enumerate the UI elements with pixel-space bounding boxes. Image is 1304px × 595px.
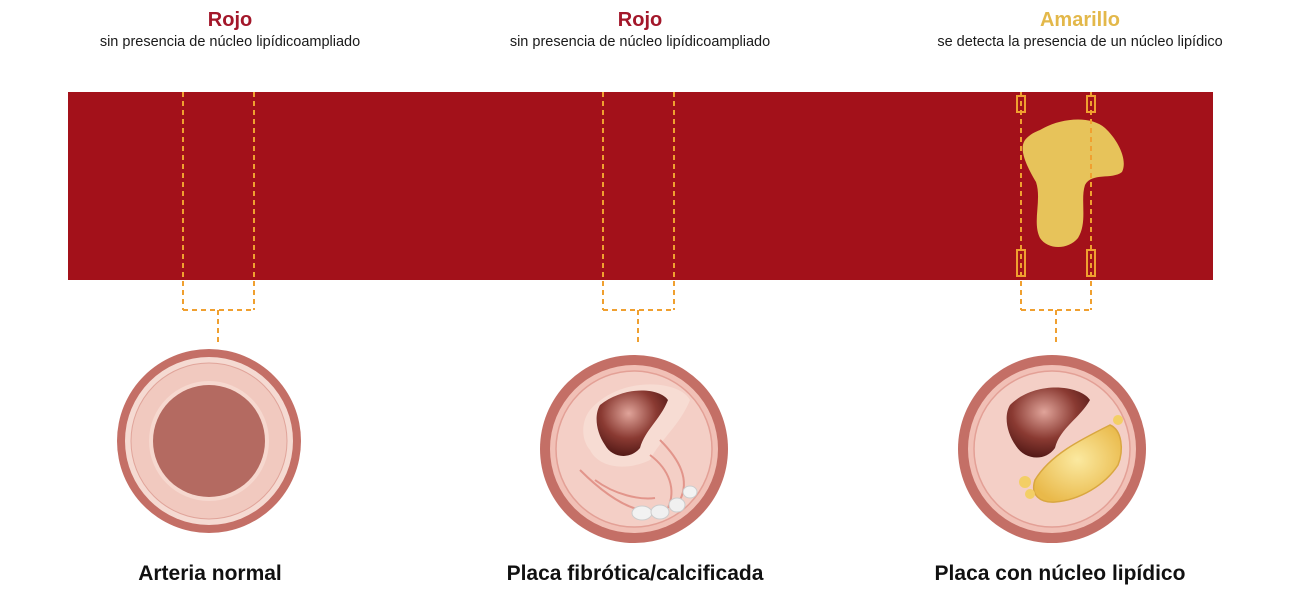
caption-fibrotic: Placa fibrótica/calcificada [506,562,764,585]
color-description: sin presencia de núcleo lipídicoampliado [99,34,361,50]
bracket-fibrotic [602,92,675,345]
cross-section-lipid [958,355,1146,543]
color-label-red: Rojo [617,9,663,31]
color-label-yellow: Amarillo [1039,9,1121,31]
lipid-core-shape [1022,119,1124,247]
cross-section-fibrotic [540,355,728,543]
column-header-fibrotic: Rojo sin presencia de núcleo lipídicoamp… [420,8,860,52]
bracket-markers [1016,95,1096,277]
column-header-lipid: Amarillo se detecta la presencia de un n… [860,8,1300,52]
caption-lipid: Placa con núcleo lipídico [934,562,1186,585]
color-description: sin presencia de núcleo lipídicoampliado [509,34,771,50]
color-label-red: Rojo [207,9,253,31]
cross-section-normal [117,349,301,533]
vessel-band [68,92,1213,280]
caption-normal: Arteria normal [138,562,282,585]
color-description: se detecta la presencia de un núcleo lip… [937,34,1223,50]
bracket-normal [182,92,255,345]
column-header-normal: Rojo sin presencia de núcleo lipídicoamp… [10,8,450,52]
bracket-lipid [1020,92,1092,345]
